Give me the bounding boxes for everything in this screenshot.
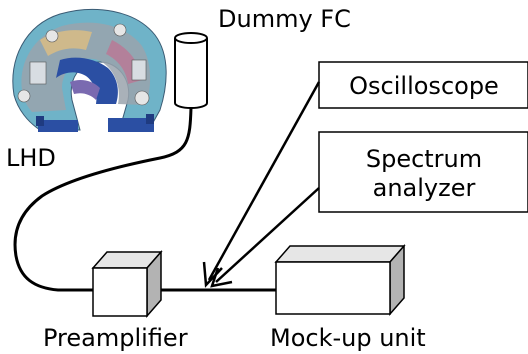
signal-cable	[13, 107, 193, 292]
spectrum-analyzer-box	[318, 131, 528, 213]
spectrum-analyzer-arrow	[210, 187, 320, 288]
preamplifier-label: Preamplifier	[43, 324, 188, 352]
spectrum-analyzer-label-line2: analyzer	[373, 174, 476, 202]
mockup-unit-box	[274, 244, 406, 316]
lhd-device-image	[12, 8, 167, 132]
spectrum-analyzer-label-line1: Spectrum	[366, 145, 482, 173]
oscilloscope-box	[318, 61, 528, 109]
dummy-fc-label: Dummy FC	[218, 5, 351, 33]
mockup-unit-label: Mock-up unit	[270, 324, 426, 352]
lhd-label: LHD	[6, 144, 56, 172]
dummy-fc-cylinder	[174, 32, 208, 109]
oscilloscope-label: Oscilloscope	[349, 72, 499, 100]
preamplifier-box	[91, 250, 163, 318]
